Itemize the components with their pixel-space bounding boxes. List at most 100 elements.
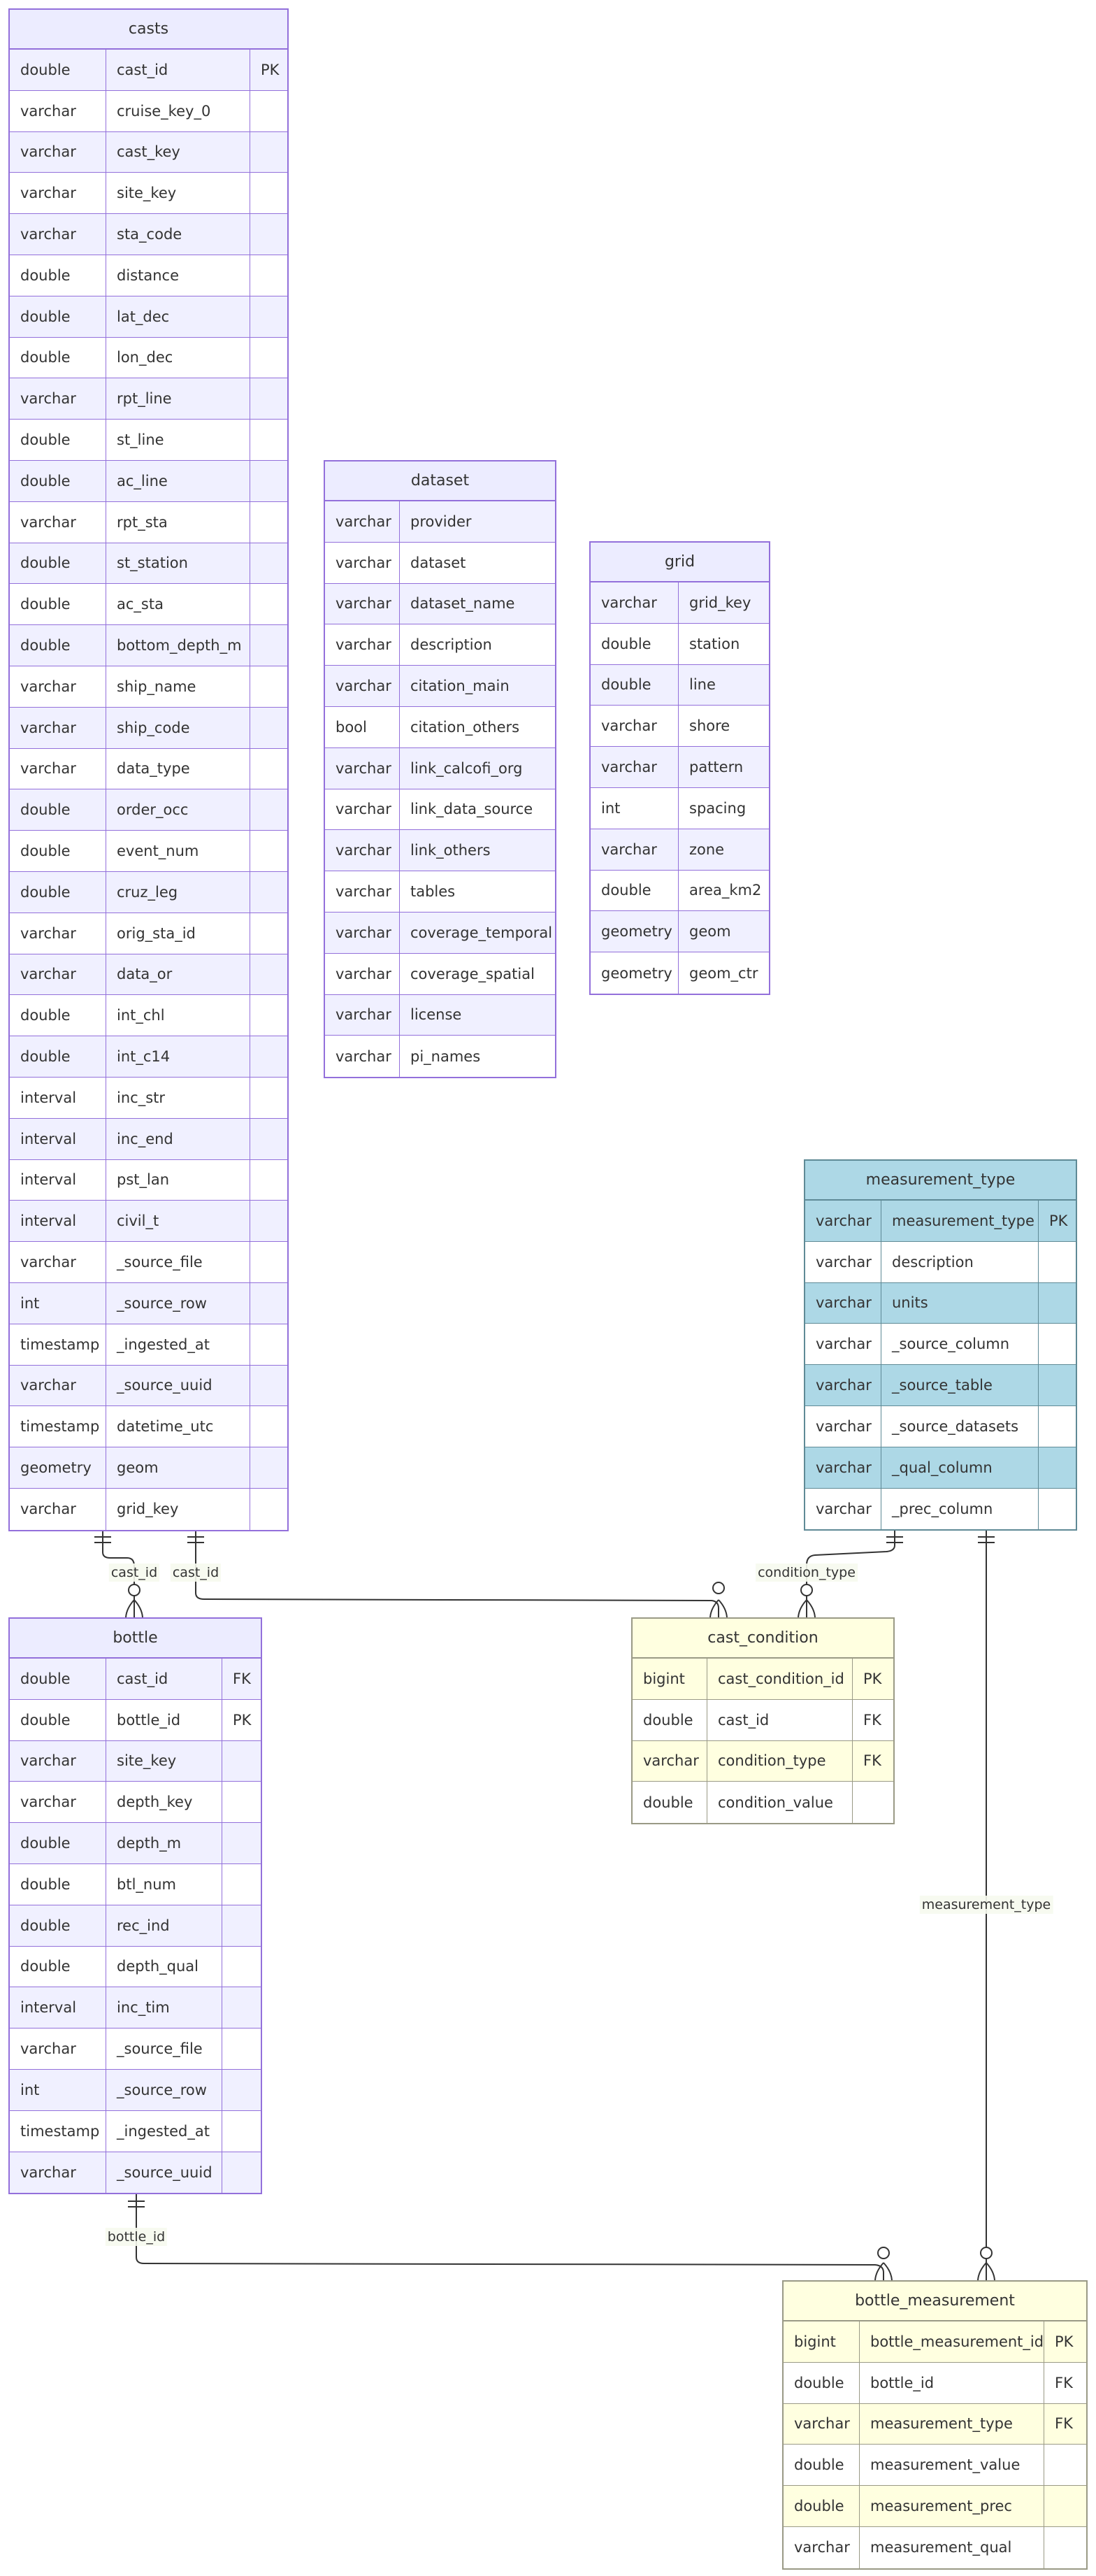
attribute-name: description — [410, 636, 492, 654]
attribute-row: varchar_prec_column — [805, 1488, 1076, 1530]
attribute-type: geometry — [10, 1447, 106, 1488]
attribute-name: condition_type — [707, 1740, 853, 1782]
attribute-key — [250, 584, 287, 624]
attribute-type: varchar — [325, 624, 400, 666]
attribute-type: varchar — [10, 1488, 106, 1530]
attribute-type: varchar — [591, 582, 679, 623]
zero-marker — [877, 2247, 890, 2259]
rel-bottle-bottle-measurement — [128, 2192, 893, 2281]
attribute-key — [250, 502, 287, 543]
attribute-name: _ingested_at — [106, 1324, 250, 1365]
attribute-type: timestamp — [10, 1406, 106, 1447]
attribute-key — [250, 1489, 287, 1530]
attribute-type: timestamp — [10, 1324, 106, 1365]
attribute-key — [1039, 1283, 1076, 1324]
attribute-type: double — [10, 460, 106, 501]
relationship-label: measurement_type — [919, 1896, 1053, 1914]
attribute-name: lon_dec — [106, 337, 250, 378]
crow-foot-marker — [798, 1599, 816, 1618]
attribute-name: link_calcofi_org — [410, 759, 523, 777]
attribute-key: FK — [233, 1670, 251, 1687]
attribute-type: varchar — [325, 871, 400, 912]
attribute-key — [250, 132, 287, 173]
relationship-label: cast_id — [170, 1564, 222, 1582]
attribute-type: double — [10, 1905, 106, 1946]
edge-line — [195, 1528, 719, 1617]
attribute-type: double — [10, 584, 106, 625]
attribute-name: btl_num — [106, 1863, 222, 1905]
attribute-key — [222, 1823, 261, 1863]
attribute-name: _qual_column — [881, 1447, 1039, 1488]
attribute-name: rec_ind — [106, 1905, 222, 1946]
attribute-key — [222, 2070, 261, 2110]
crow-foot-marker — [125, 1599, 143, 1618]
attribute-key — [1039, 1489, 1076, 1530]
attribute-key — [250, 338, 287, 378]
attribute-type: varchar — [805, 1282, 881, 1324]
attribute-key — [250, 1036, 287, 1077]
attribute-name: depth_qual — [106, 1946, 222, 1987]
attribute-name: st_line — [106, 420, 250, 460]
attribute-row: varchar_source_datasets — [805, 1405, 1076, 1447]
attribute-type: double — [10, 337, 106, 378]
attribute-name: units — [881, 1282, 1039, 1324]
attribute-name: link_others — [410, 842, 491, 859]
attribute-type: double — [784, 2362, 860, 2403]
attribute-name: _source_uuid — [106, 1365, 250, 1406]
attribute-name: dataset_name — [410, 595, 515, 613]
attribute-name: _source_datasets — [881, 1405, 1039, 1447]
attribute-name: shore — [689, 717, 730, 735]
attribute-key — [222, 1782, 261, 1822]
attribute-key: PK — [233, 1711, 252, 1729]
attribute-name: site_key — [106, 1740, 222, 1782]
attribute-type: varchar — [784, 2403, 860, 2445]
attribute-key — [250, 1242, 287, 1282]
attribute-name: _prec_column — [881, 1488, 1039, 1530]
attribute-row: varchar_qual_column — [805, 1447, 1076, 1489]
attribute-key — [222, 1741, 261, 1782]
attribute-type: double — [10, 1036, 106, 1077]
attribute-type: varchar — [10, 173, 106, 214]
attribute-type: double — [591, 870, 679, 911]
attribute-name: pi_names — [410, 1047, 481, 1065]
attribute-key — [250, 708, 287, 748]
attribute-type: varchar — [325, 501, 400, 542]
attribute-row: varchar_source_file — [10, 1242, 287, 1283]
